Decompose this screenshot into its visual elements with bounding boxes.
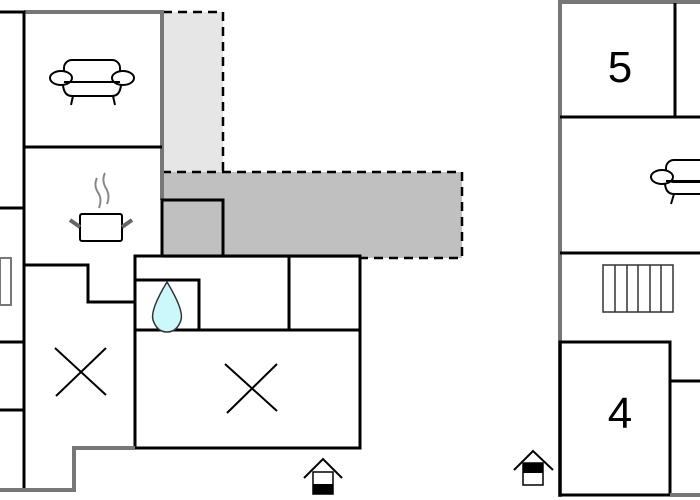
terrace-light [148,10,225,172]
left-floor-walls [0,10,362,492]
terrace-dark [162,170,464,260]
sofa-icon [49,59,135,106]
entrance-icon [303,457,343,495]
room-5-label: 5 [608,43,632,92]
cooking-pot-icon [68,172,134,242]
entrance-icon [513,449,554,486]
right-floor-walls [558,0,700,497]
sofa-icon [650,159,700,205]
stairs-icon [602,264,674,313]
water-drop-icon [151,280,183,333]
room-4-label: 4 [608,389,632,438]
bedroom-x-icon [224,363,278,414]
bedroom-x-icon [54,347,107,397]
